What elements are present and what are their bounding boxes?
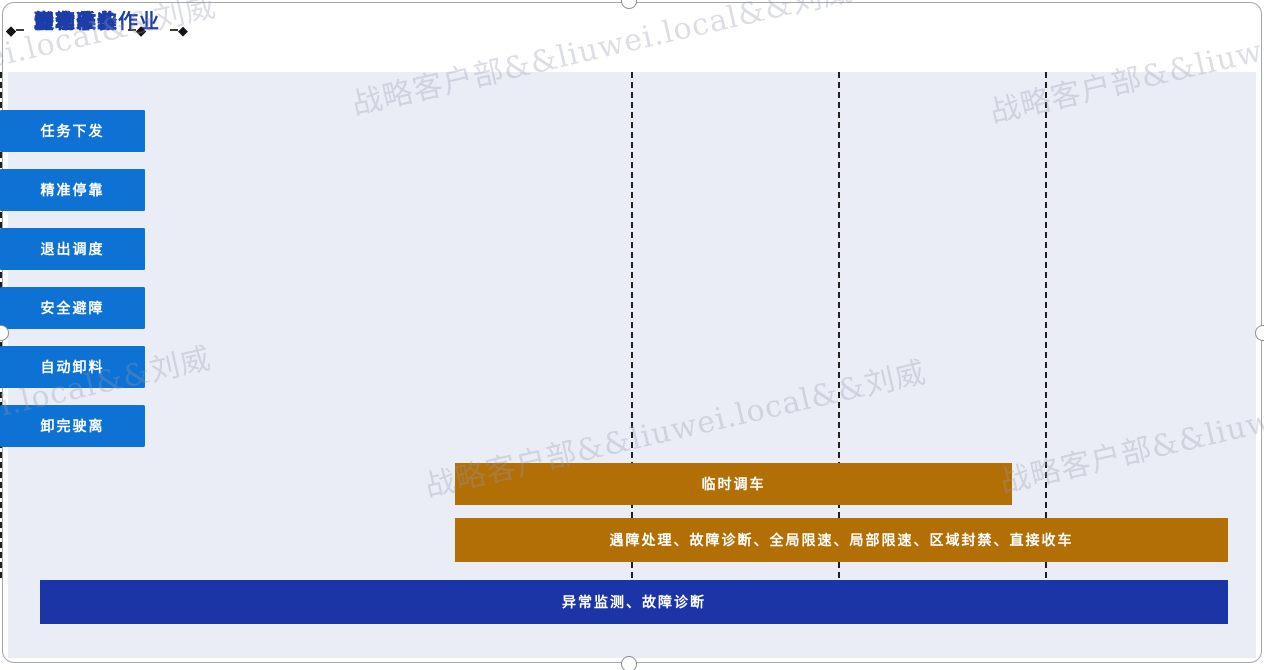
temporary-dispatch-bar[interactable]: 临时调车 — [455, 463, 1012, 505]
task-box[interactable]: 卸完驶离 — [0, 405, 145, 447]
diamond-icon: ◆ — [178, 22, 188, 38]
phase-column-auto-return: 任务下发 精准停靠 退出调度 — [0, 72, 145, 270]
connector-line — [128, 29, 136, 31]
task-box[interactable]: 任务下发 — [0, 110, 145, 152]
selection-handle-bottom[interactable] — [621, 656, 637, 670]
phase-title: 开班准备 — [34, 10, 118, 33]
task-box[interactable]: 安全避障 — [0, 287, 145, 329]
exception-handling-bar[interactable]: 遇障处理、故障诊断、全局限速、局部限速、区域封禁、直接收车 — [455, 518, 1228, 562]
phase-header-auto-return: ◆ 自动收车 ◆ — [0, 4, 152, 56]
column-divider — [631, 72, 633, 578]
diamond-icon: ◆ — [6, 22, 16, 38]
diamond-icon: ◆ — [6, 22, 16, 38]
diamond-icon: ◆ — [6, 22, 16, 38]
diamond-icon: ◆ — [136, 22, 146, 38]
column-divider — [1045, 72, 1047, 578]
task-box[interactable]: 精准停靠 — [0, 169, 145, 211]
column-divider — [838, 72, 840, 578]
task-box[interactable]: 自动卸料 — [0, 346, 145, 388]
phase-title: 运输作业 — [34, 10, 118, 33]
task-box[interactable]: 退出调度 — [0, 228, 145, 270]
phase-title: 自动收车 — [34, 10, 118, 33]
monitoring-bar[interactable]: 异常监测、故障诊断 — [40, 580, 1228, 624]
diamond-icon: ◆ — [136, 22, 146, 38]
diamond-icon: ◆ — [136, 22, 146, 38]
diamond-icon: ◆ — [136, 22, 146, 38]
phase-title: 联合采装作业 — [34, 10, 160, 33]
diamond-icon: ◆ — [6, 22, 16, 38]
connector-line — [16, 29, 24, 31]
diamond-icon: ◆ — [136, 22, 146, 38]
phase-title: 发车准备 — [34, 10, 118, 33]
phase-title: 卸车作业 — [34, 10, 118, 33]
diamond-icon: ◆ — [6, 22, 16, 38]
selection-handle-right[interactable] — [1255, 325, 1264, 341]
diamond-icon: ◆ — [6, 22, 16, 38]
connector-line — [170, 29, 178, 31]
